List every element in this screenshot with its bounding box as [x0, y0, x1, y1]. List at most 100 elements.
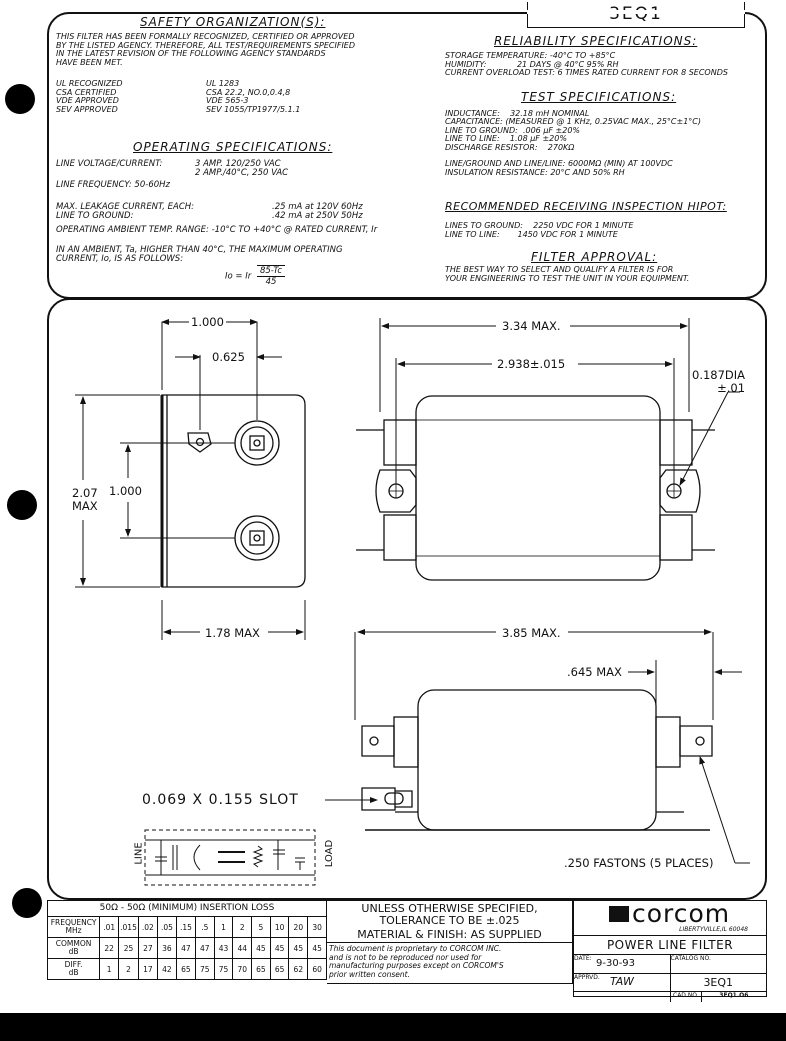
punch-hole [12, 888, 42, 918]
line-voltage-label: LINE VOLTAGE/CURRENT: [56, 159, 163, 169]
diff-value: 17 [137, 958, 158, 980]
dim-0187: 0.187DIA ±.01 [692, 368, 746, 395]
catalog-number: 3EQ1 [703, 976, 734, 989]
ambient-temp: OPERATING AMBIENT TEMP. RANGE: -10°C TO … [56, 225, 378, 235]
freq-value: 30 [307, 916, 327, 938]
common-value: 45 [288, 937, 309, 959]
freq-value: .5 [194, 916, 215, 938]
material-note: MATERIAL & FINISH: AS SUPPLIED [327, 927, 572, 943]
test-title: TEST SPECIFICATIONS: [521, 90, 677, 104]
line-frequency: LINE FREQUENCY: 50-60Hz [56, 180, 170, 190]
faston-note: .250 FASTONS (5 PLACES) [562, 856, 716, 870]
common-value: 36 [156, 937, 177, 959]
logo-text: corcom [632, 899, 731, 928]
leakage-value: .25 mA at 120V 60Hz .42 mA at 250V 50Hz [272, 202, 363, 222]
common-value: 25 [118, 937, 139, 959]
filter-approval-body: THE BEST WAY TO SELECT AND QUALIFY A FIL… [445, 265, 690, 283]
title-block: corcom LIBERTYVILLE,IL 60048 POWER LINE … [573, 899, 767, 1002]
freq-value: .01 [99, 916, 120, 938]
catalog-label: CATALOG NO. [670, 955, 711, 962]
cad-label: CAD NO. [670, 992, 702, 1002]
cad-number: 3EQ1.O6 [719, 992, 749, 999]
common-value: 45 [269, 937, 290, 959]
corcom-logo: corcom LIBERTYVILLE,IL 60048 [574, 899, 766, 936]
freq-value: 1 [213, 916, 234, 938]
schematic [144, 829, 316, 886]
diff-value: 75 [194, 958, 215, 980]
safety-title: SAFETY ORGANIZATION(S): [140, 15, 326, 29]
test-body: INDUCTANCE: 32.18 mH NOMINAL CAPACITANCE… [445, 109, 702, 177]
common-value: 47 [175, 937, 196, 959]
common-value: 47 [194, 937, 215, 959]
mount-flange-right [659, 469, 701, 513]
freq-value: 2 [232, 916, 253, 938]
reliability-title: RELIABILITY SPECIFICATIONS: [494, 34, 698, 48]
freq-value: 20 [288, 916, 309, 938]
safety-intro: THIS FILTER HAS BEEN FORMALLY RECOGNIZED… [56, 32, 356, 68]
side-view-body-lower [417, 689, 657, 831]
ambient-note: IN AN AMBIENT, Ta, HIGHER THAN 40°C, THE… [56, 245, 343, 265]
dim-207: 2.07 MAX [70, 486, 100, 513]
drawing-date: 9-30-93 [596, 958, 636, 969]
diff-value: 62 [288, 958, 309, 980]
notes-block: UNLESS OTHERWISE SPECIFIED, TOLERANCE TO… [327, 900, 573, 984]
diff-value: 60 [307, 958, 327, 980]
common-value: 27 [137, 937, 158, 959]
common-value: 45 [307, 937, 327, 959]
dim-0645: .645 MAX [565, 665, 624, 679]
ground-tab [187, 432, 212, 453]
schematic-line-label: LINE [133, 842, 145, 865]
derating-formula: Io = Ir 85-Tc 45 [225, 265, 286, 287]
side-view-body [161, 394, 306, 588]
dim-385: 3.85 MAX. [500, 626, 563, 640]
diff-label: DIFF. dB [46, 958, 101, 980]
dim-1000-top: 1.000 [189, 315, 226, 329]
leakage-label: MAX. LEAKAGE CURRENT, EACH: LINE TO GROU… [56, 202, 195, 222]
product-name: POWER LINE FILTER [574, 936, 766, 955]
freq-value: .05 [156, 916, 177, 938]
proprietary-note: This document is proprietary to CORCOM I… [329, 944, 504, 979]
filter-approval-title: FILTER APPROVAL: [531, 250, 658, 264]
schematic-load-label: LOAD [324, 839, 336, 868]
safety-standards: UL 1283 CSA 22.2, NO.0,0.4,8 VDE 565-3 S… [206, 79, 301, 115]
dim-0625: 0.625 [210, 350, 247, 364]
freq-value: 5 [251, 916, 271, 938]
common-value: 43 [213, 937, 234, 959]
diff-value: 75 [213, 958, 234, 980]
diff-value: 1 [99, 958, 120, 980]
common-label: COMMON dB [46, 937, 101, 959]
diff-value: 42 [156, 958, 177, 980]
diff-value: 65 [251, 958, 271, 980]
safety-agencies: UL RECOGNIZED CSA CERTIFIED VDE APPROVED… [56, 79, 123, 115]
punch-hole [7, 490, 37, 520]
logo-mark-icon [609, 906, 629, 922]
diff-value: 2 [118, 958, 139, 980]
common-value: 44 [232, 937, 253, 959]
insertion-loss-title: 50Ω - 50Ω (MINIMUM) INSERTION LOSS [47, 900, 327, 916]
freq-value: .02 [137, 916, 158, 938]
date-label: DATE: [574, 955, 592, 962]
dim-2938: 2.938±.015 [495, 357, 568, 371]
insertion-loss-block: 50Ω - 50Ω (MINIMUM) INSERTION LOSS FREQU… [46, 900, 327, 980]
diff-value: 70 [232, 958, 253, 980]
approved-label: APPRVD. [574, 974, 600, 981]
freq-value: .15 [175, 916, 196, 938]
mount-flange-left [375, 469, 417, 513]
reliability-body: STORAGE TEMPERATURE: -40°C TO +85°C HUMI… [445, 51, 728, 78]
dim-1000-side: 1.000 [107, 484, 144, 498]
scan-edge-strip [0, 1013, 786, 1041]
approved-by: TAW [610, 975, 634, 988]
dim-178: 1.78 MAX [203, 626, 262, 640]
top-view-body [415, 395, 661, 581]
line-voltage-value: 3 AMP. 120/250 VAC 2 AMP./40°C, 250 VAC [195, 159, 289, 179]
hipot-title: RECOMMENDED RECEIVING INSPECTION HIPOT: [445, 200, 727, 213]
tolerance-note: UNLESS OTHERWISE SPECIFIED, TOLERANCE TO… [361, 902, 538, 927]
diff-value: 65 [269, 958, 290, 980]
freq-value: .015 [118, 916, 139, 938]
freq-value: 10 [269, 916, 290, 938]
operating-title: OPERATING SPECIFICATIONS: [133, 140, 333, 154]
dim-334: 3.34 MAX. [500, 319, 563, 333]
drawing-panel [47, 298, 767, 900]
